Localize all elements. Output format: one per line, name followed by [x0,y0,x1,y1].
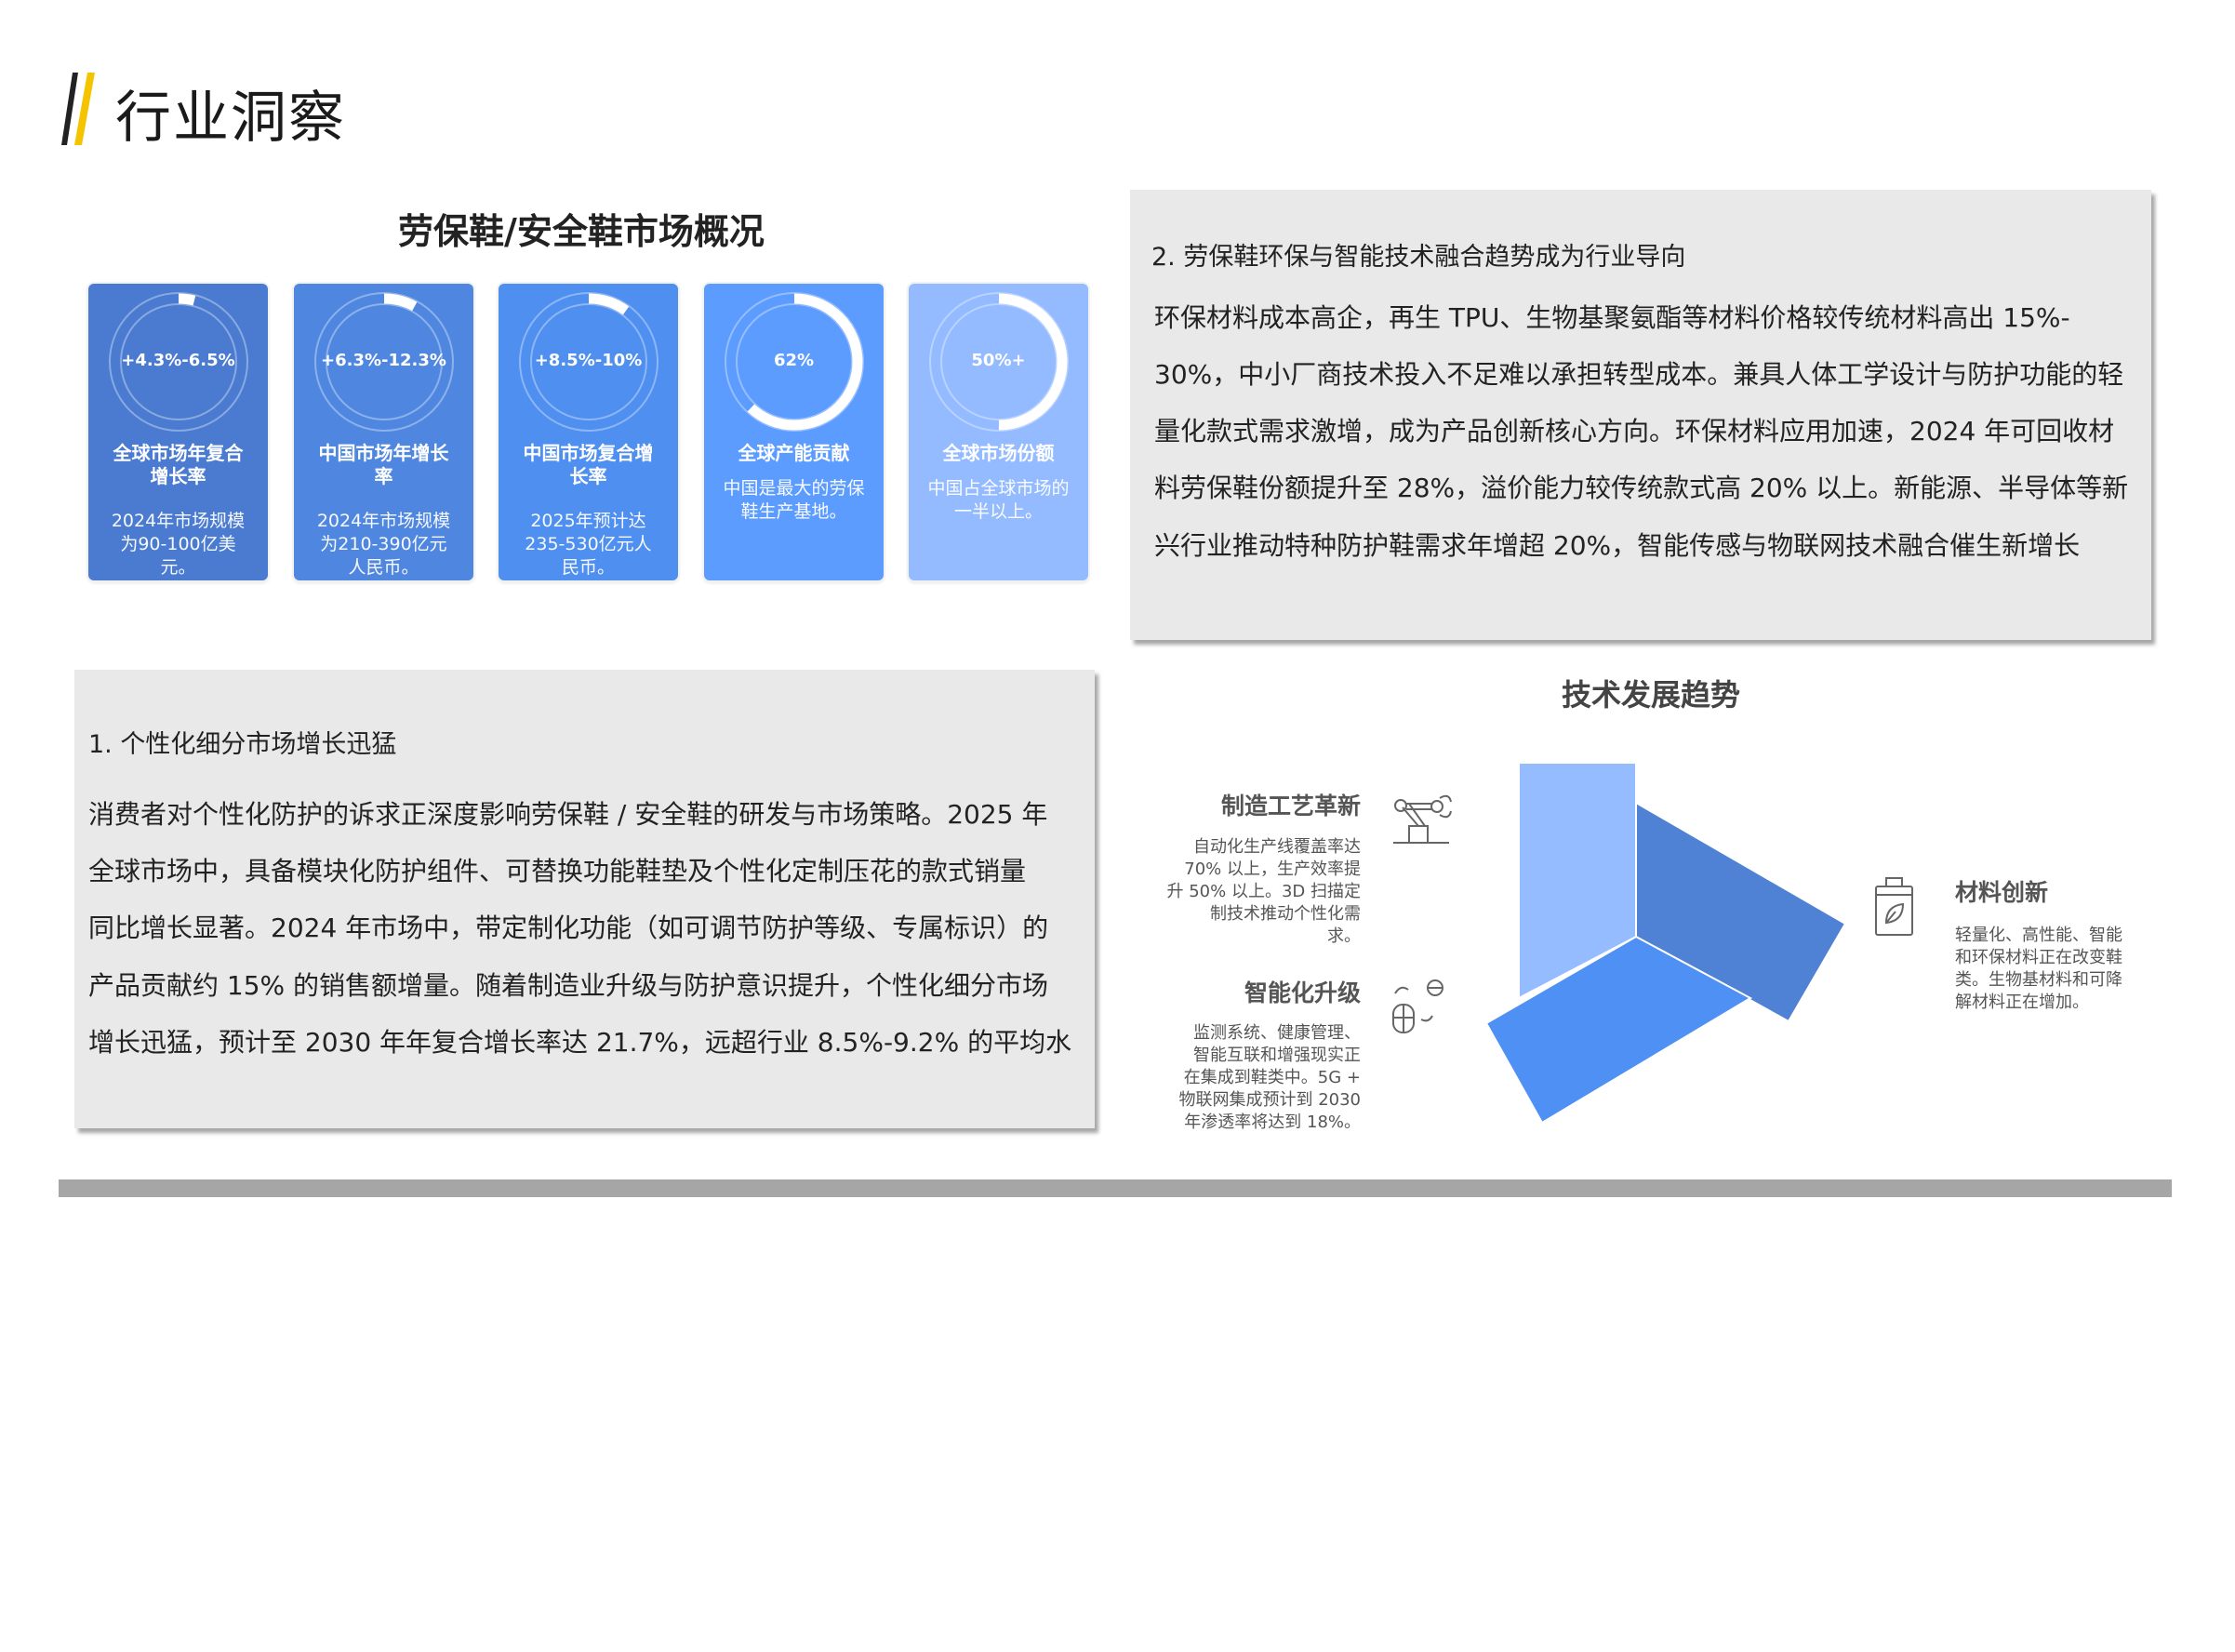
insight-1-line: 产品贡献约 15% 的销售额增量。随着制造业升级与防护意识提升，个性化细分市场 [88,970,1049,1001]
stat-title: 中国市场复合增长率 [523,442,654,487]
trend-shape-smart [1484,935,1753,1125]
progress-ring [519,292,659,432]
insight-1-line: 同比增长显著。2024 年市场中，带定制化功能（如可调节防护等级、专属标识）的 [88,913,1049,943]
insight-box-1: 1. 个性化细分市场增长迅猛 消费者对个性化防护的诉求正深度影响劳保鞋 / 安全… [74,670,1095,1128]
smart-device-icon [1392,979,1443,1033]
progress-ring [314,292,454,432]
trend-label-materials: 材料创新 [1955,879,2049,906]
stat-desc: 中国占全球市场的一半以上。 [927,478,1070,522]
progress-ring [929,292,1069,432]
desc-line: 智能互联和增强现实正 [1193,1046,1361,1065]
stat-card: +6.3%-12.3% 中国市场年增长率 2024年市场规模为210-390亿元… [294,284,473,580]
desc-line: 物联网集成预计到 2030 [1178,1090,1361,1110]
progress-ring [725,292,864,432]
insight-2-line: 量化款式需求激增，成为产品创新核心方向。环保材料应用加速，2024 年可回收材 [1154,416,2115,446]
overview-title: 劳保鞋/安全鞋市场概况 [398,211,765,252]
insight-2-line: 兴行业推动特种防护鞋需求年增超 20%，智能传感与物联网技术融合催生新增长 [1154,530,2081,561]
progress-arc [520,293,658,431]
insight-1-heading: 1. 个性化细分市场增长迅猛 [88,730,397,759]
trend-label-manufacturing: 制造工艺革新 [1220,793,1361,819]
progress-ring [109,292,248,432]
leaf-battery-icon [1875,877,1913,936]
insight-box-2: 2. 劳保鞋环保与智能技术融合趋势成为行业导向 环保材料成本高企，再生 TPU、… [1130,190,2151,640]
stat-desc: 2024年市场规模为210-390亿元人民币。 [316,511,451,578]
stat-value: +6.3%-12.3% [321,351,446,370]
desc-line: 在集成到鞋类中。5G + [1183,1068,1361,1087]
robot-arm-icon [1393,794,1452,844]
stat-desc: 2025年预计达235-530亿元人民币。 [525,511,652,578]
stat-value: 62% [773,351,815,370]
insight-1-line: 增长迅猛，预计至 2030 年年复合增长率达 21.7%，远超行业 8.5%-9… [88,1027,1072,1058]
desc-line: 监测系统、健康管理、 [1193,1023,1361,1043]
insight-2-line: 环保材料成本高企，再生 TPU、生物基聚氨酯等材料价格较传统材料高出 15%- [1154,302,2070,333]
stat-title: 中国市场年增长率 [318,442,449,487]
stat-desc: 中国是最大的劳保鞋生产基地。 [723,478,865,522]
desc-line: 类。生物基材料和可降 [1955,970,2122,990]
insight-2-line: 料劳保鞋份额提升至 28%，溢价能力较传统款式高 20% 以上。新能源、半导体等… [1154,473,2129,503]
trend-label-smart: 智能化升级 [1244,979,1361,1006]
stat-value: +4.3%-6.5% [121,351,235,370]
insight-2-heading: 2. 劳保鞋环保与智能技术融合趋势成为行业导向 [1151,243,1686,272]
page-title: 行业洞察 [115,86,346,151]
insight-2-line: 30%，中小厂商技术投入不足难以承担转型成本。兼具人体工学设计与防护功能的轻 [1154,359,2124,390]
desc-line: 年渗透率将达到 18%。 [1184,1112,1361,1132]
desc-line: 求。 [1327,926,1361,946]
trend-desc-manufacturing: 自动化生产线覆盖率达 70% 以上，生产效率提 升 50% 以上。3D 扫描定 … [1167,836,1362,948]
stat-title: 全球市场年复合增长率 [113,442,244,487]
trend-desc-materials: 轻量化、高性能、智能 和环保材料正在改变鞋 类。生物基材料和可降 解材料正在增加… [1955,925,2122,1014]
stat-title: 全球产能贡献 [738,442,850,464]
stat-desc: 2024年市场规模为90-100亿美元。 [111,511,246,578]
progress-arc [110,293,247,431]
desc-line: 升 50% 以上。3D 扫描定 [1166,882,1362,901]
stat-card: +4.3%-6.5% 全球市场年复合增长率 2024年市场规模为90-100亿美… [88,284,268,580]
footer-divider [59,1179,2172,1197]
progress-arc [315,293,453,431]
progress-arc [930,293,1068,431]
insight-1-line: 消费者对个性化防护的诉求正深度影响劳保鞋 / 安全鞋的研发与市场策略。2025 … [88,799,1048,830]
title-slash-decoration [61,73,95,145]
stat-title: 全球市场份额 [942,442,1055,464]
stat-value: +8.5%-10% [534,351,643,370]
stat-card: 50%+ 全球市场份额 中国占全球市场的一半以上。 [909,284,1088,580]
desc-line: 70% 以上，生产效率提 [1184,859,1361,879]
desc-line: 轻量化、高性能、智能 [1955,926,2122,945]
desc-line: 解材料正在增加。 [1955,993,2089,1012]
desc-line: 自动化生产线覆盖率达 [1193,837,1361,857]
progress-arc [725,293,863,431]
desc-line: 制技术推动个性化需 [1210,904,1361,924]
desc-line: 和环保材料正在改变鞋 [1955,948,2122,967]
insight-1-line: 全球市场中，具备模块化防护组件、可替换功能鞋垫及个性化定制压花的款式销量 [88,856,1027,886]
stat-card: +8.5%-10% 中国市场复合增长率 2025年预计达235-530亿元人民币… [499,284,678,580]
stat-card: 62% 全球产能贡献 中国是最大的劳保鞋生产基地。 [704,284,884,580]
trend-shape-materials [1635,801,1847,1023]
trend-desc-smart: 监测系统、健康管理、 智能互联和增强现实正 在集成到鞋类中。5G + 物联网集成… [1178,1022,1361,1134]
stat-value: 50%+ [971,351,1026,370]
trends-title: 技术发展趋势 [1561,677,1740,713]
